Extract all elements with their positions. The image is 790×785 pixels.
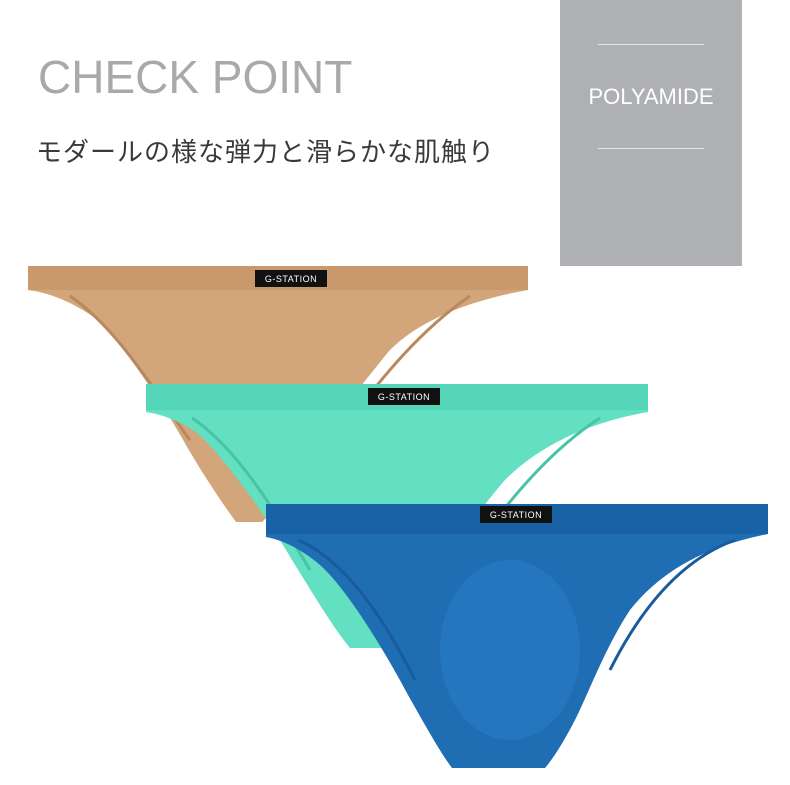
brand-tag-text: G-STATION [265,274,317,284]
badge-divider-bottom [598,148,704,149]
brand-tag [368,388,440,405]
page-title: CHECK POINT [38,51,353,103]
page-subtitle: モダールの様な弾力と滑らかな肌触り [36,138,496,168]
material-badge-label: POLYAMIDE [588,84,714,109]
brand-tag-text: G-STATION [378,392,430,402]
brand-tag [255,270,327,287]
material-badge: POLYAMIDE [560,0,742,266]
brand-tag [480,506,552,523]
badge-divider-top [598,44,704,45]
brand-tag-text: G-STATION [490,510,542,520]
blue-brief: G-STATION [266,504,768,768]
